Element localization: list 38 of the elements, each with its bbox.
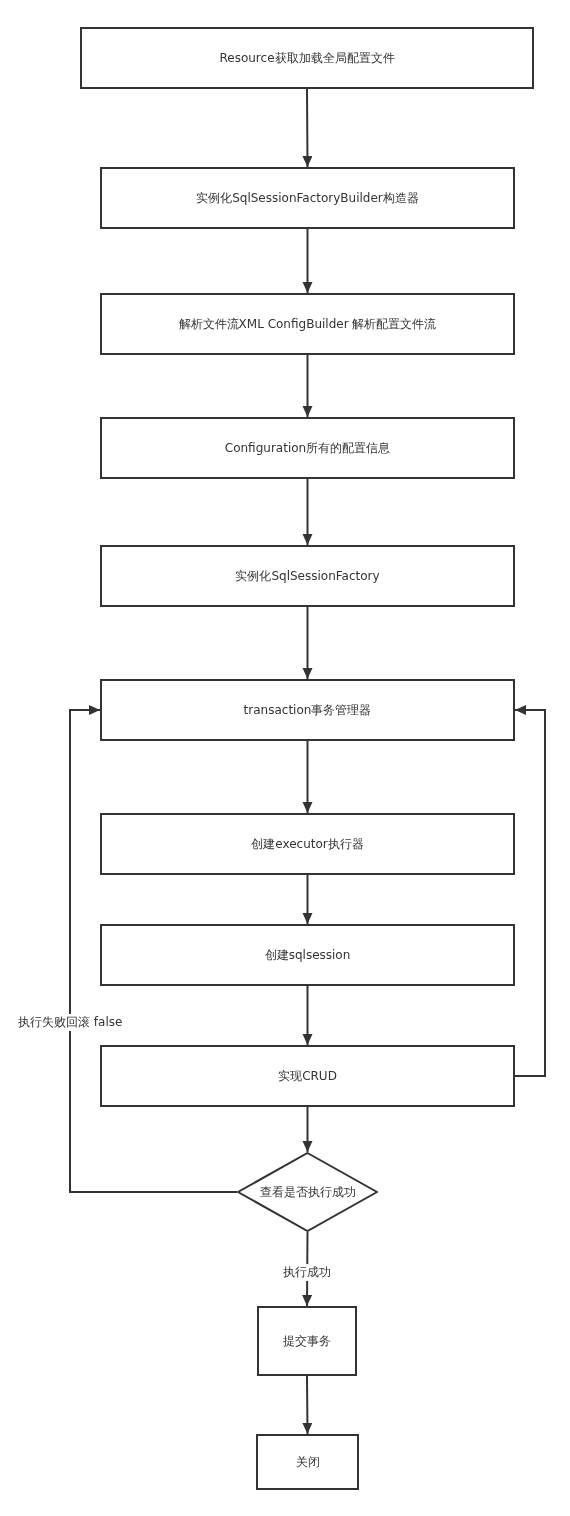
edge-label: 执行成功 [282,1263,332,1281]
step-text: Resource获取加载全局配置文件 [219,49,395,67]
decision-text: 查看是否执行成功 [259,1183,356,1201]
process-box [100,545,515,607]
process-box [100,167,515,229]
arrow [302,606,313,680]
process-box [100,293,515,355]
step-text: transaction事务管理器 [243,701,372,719]
arrow [302,874,313,925]
step-text: 实例化SqlSessionFactory [235,567,380,585]
process-box [100,924,515,986]
step-text: 关闭 [295,1453,320,1471]
arrow [302,1375,313,1435]
decision-diamond [237,1152,378,1232]
arrow [302,88,313,168]
step-text: 解析文件流XML ConfigBuilder 解析配置文件流 [178,315,437,333]
arrow [302,740,313,814]
step-text: 实例化SqlSessionFactoryBuilder构造器 [196,189,419,207]
arrow [514,705,546,1077]
process-box [256,1434,359,1490]
arrow [302,354,313,418]
process-box [100,679,515,741]
arrow [302,228,313,294]
process-box [100,417,515,479]
step-text: 创建sqlsession [264,946,351,964]
process-box [100,813,515,875]
arrow [302,985,313,1046]
step-text: 实现CRUD [278,1067,337,1085]
process-box [100,1045,515,1107]
step-text: Configuration所有的配置信息 [224,439,391,457]
arrow [69,705,238,1193]
process-box [80,27,534,89]
step-text: 提交事务 [283,1332,331,1350]
arrow [302,478,313,546]
arrow [302,1106,313,1153]
step-text: 创建executor执行器 [251,835,364,853]
edge-label: 执行失败回滚 false [17,1013,124,1031]
process-box [257,1306,357,1376]
